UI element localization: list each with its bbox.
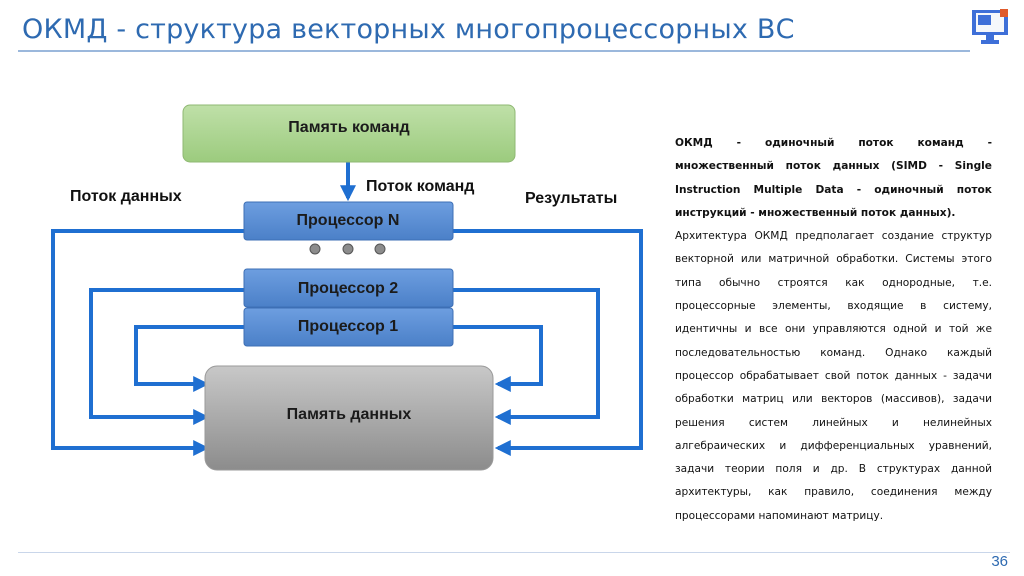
simd-structure-diagram: Память команд Поток команд Поток данных … — [51, 104, 643, 471]
instruction-stream-label: Поток команд — [366, 178, 474, 195]
instruction-memory-box — [182, 104, 516, 163]
data-stream-label: Поток данных — [70, 188, 182, 205]
data-memory-box — [204, 365, 494, 471]
middle-loop-left — [89, 288, 244, 425]
slide-title: ОКМД - структура векторных многопроцессо… — [22, 14, 795, 45]
instruction-memory-label: Память команд — [288, 119, 409, 136]
ellipsis-dot — [374, 243, 386, 255]
processor-2-box — [243, 268, 454, 308]
results-label: Результаты — [525, 190, 617, 207]
description-panel: ОКМД - одиночный поток команд - множеств… — [675, 132, 992, 528]
outer-loop-right — [453, 229, 643, 456]
processor-1-box — [243, 307, 454, 347]
body-paragraph: Архитектура ОКМД предполагает создание с… — [675, 230, 992, 522]
bottom-rule — [18, 552, 1010, 553]
ellipsis-dot — [309, 243, 321, 255]
processor-n-box — [243, 201, 454, 241]
ellipsis-dot — [342, 243, 354, 255]
processor-n-label: Процессор N — [297, 212, 400, 229]
processor-2-label: Процессор 2 — [298, 280, 398, 297]
middle-loop-right — [453, 288, 600, 425]
monitor-logo-icon — [972, 9, 1008, 44]
title-rule — [18, 50, 970, 52]
data-loops — [51, 162, 643, 456]
processor-1-label: Процессор 1 — [298, 318, 398, 335]
inner-loop-right — [453, 325, 543, 392]
inner-loop-left — [134, 325, 244, 392]
page-number: 36 — [991, 553, 1008, 570]
outer-loop-left — [51, 229, 244, 456]
definition-paragraph: ОКМД - одиночный поток команд - множеств… — [675, 137, 992, 219]
data-memory-label: Память данных — [287, 406, 412, 423]
ellipsis-dots — [309, 243, 386, 255]
